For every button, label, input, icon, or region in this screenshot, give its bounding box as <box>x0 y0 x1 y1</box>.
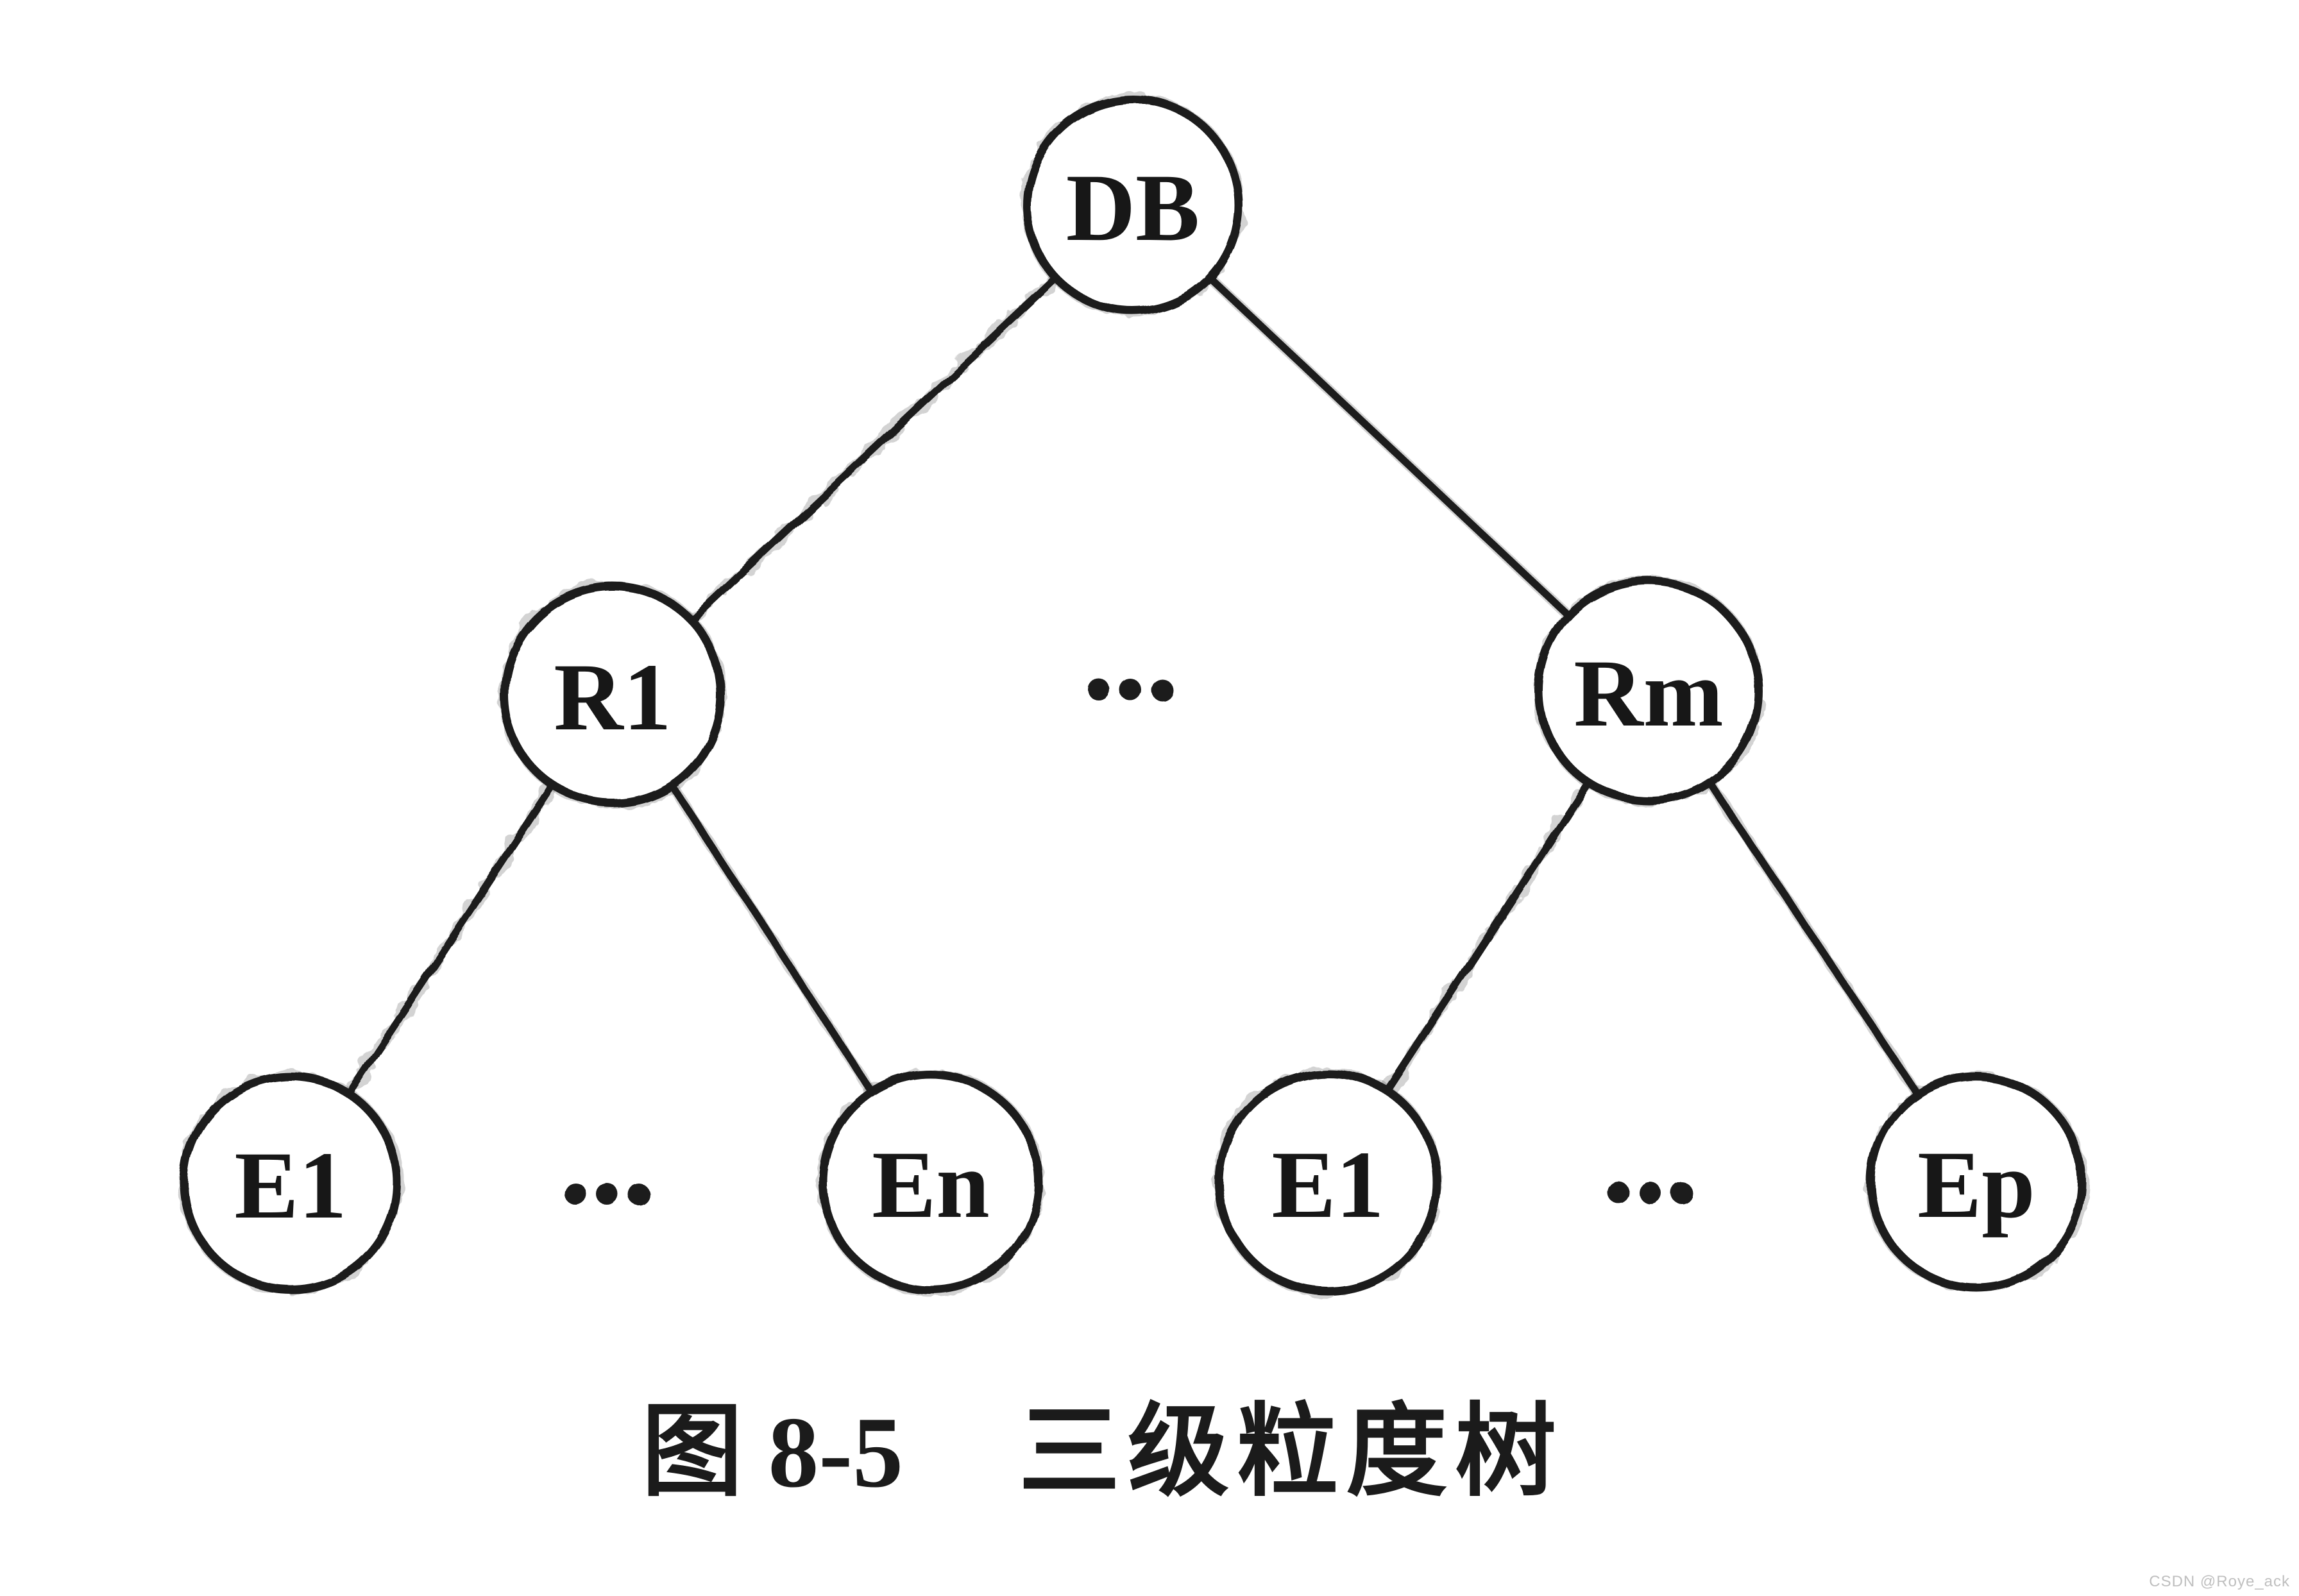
node-label-e1-left: E1 <box>234 1132 346 1239</box>
node-circle-e1-left <box>180 1072 402 1294</box>
figure-number: 图 8-5 <box>641 1396 904 1509</box>
node-circle-e1-right <box>1214 1069 1441 1296</box>
node-label-e1-right: E1 <box>1271 1132 1384 1238</box>
figure-caption: 图 8-5 三级粒度树 <box>641 1397 1604 1509</box>
ink-layer <box>180 95 2086 1296</box>
ellipsis-dot <box>1639 1182 1661 1203</box>
edge-rm-ep <box>1704 777 1923 1100</box>
ellipsis-dot <box>1119 679 1141 700</box>
ellipsis-dot <box>1088 679 1110 700</box>
node-circle-en <box>819 1070 1043 1295</box>
ellipsis-dot <box>1608 1182 1629 1203</box>
node-label-db: DB <box>1066 155 1200 261</box>
edge-db-rm <box>1205 273 1574 621</box>
ellipsis-dots-r1-rm <box>1088 679 1173 700</box>
csdn-watermark: CSDN @Roye_ack <box>2149 1573 2290 1590</box>
node-label-r1: R1 <box>554 644 671 751</box>
edge-db-r1 <box>686 273 1061 626</box>
node-circle-db <box>1022 95 1243 316</box>
figure-title: 三级粒度树 <box>1019 1396 1565 1509</box>
node-label-rm: Rm <box>1574 640 1723 747</box>
ellipsis-dot <box>628 1184 650 1205</box>
edge-r1-e1-left <box>344 779 558 1099</box>
node-label-en: En <box>872 1132 989 1238</box>
ellipsis-dots-e1-ep <box>1608 1182 1692 1203</box>
ellipsis-dot <box>565 1184 587 1205</box>
ellipsis-dots-e1-en <box>565 1184 650 1205</box>
ellipsis-dot <box>1670 1182 1692 1203</box>
ellipsis-dot <box>1151 679 1173 700</box>
ellipsis-dot <box>597 1184 618 1205</box>
edge-r1-en <box>666 780 877 1098</box>
node-label-ep: Ep <box>1917 1132 2035 1238</box>
node-circle-ep <box>1867 1073 2086 1292</box>
node-circle-rm <box>1534 577 1763 805</box>
node-circle-r1 <box>500 582 725 808</box>
edge-rm-e1-right <box>1382 777 1593 1096</box>
